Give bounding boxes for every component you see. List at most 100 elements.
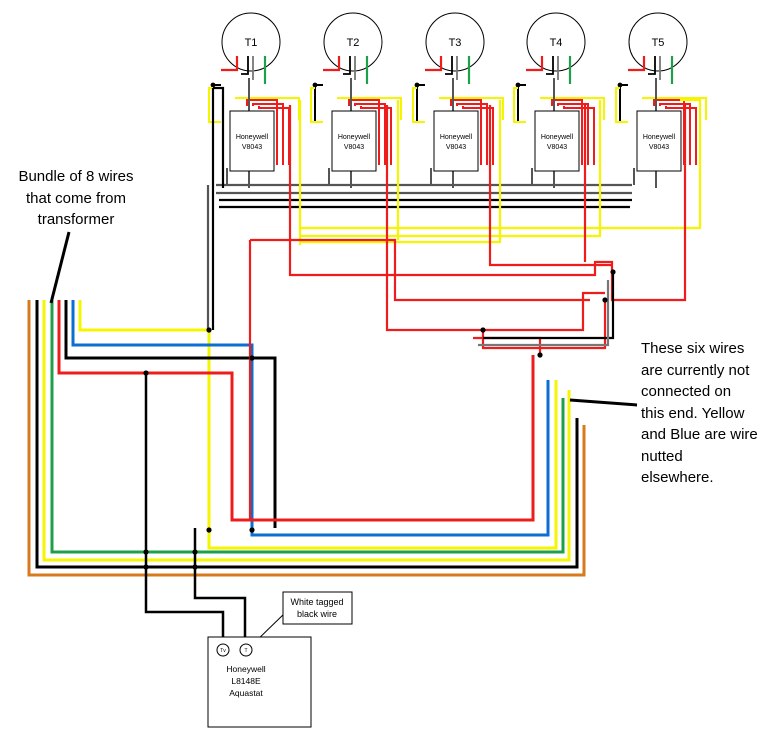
valve-red-wire-c [665, 106, 697, 165]
junction-dots [143, 269, 616, 570]
thermostat-black-lead [241, 56, 249, 75]
valve-black-wire [416, 84, 425, 123]
thermostat-red-lead [526, 56, 544, 72]
aquastat-line-3: Aquastat [229, 688, 263, 698]
valve-junction [515, 82, 521, 88]
valve-line-2: V8043 [547, 144, 567, 151]
valve-red-wire-c [360, 106, 392, 165]
valve-line-2: V8043 [344, 144, 364, 151]
wire-black-outer [35, 300, 579, 569]
valve-red-wire-b [354, 103, 386, 165]
wire-orange [27, 300, 586, 577]
thermostat-3: T3 [425, 12, 485, 84]
valve-line-1: Honeywell [236, 134, 269, 141]
zone-valve-row: HoneywellV8043HoneywellV8043HoneywellV80… [208, 78, 707, 188]
thermostat-4: T4 [526, 12, 586, 84]
wire-blue [71, 300, 550, 537]
aquastat-line-2: L8148E [231, 676, 261, 686]
bundle-note-line-1: Bundle of 8 wires [18, 168, 134, 185]
six-wires-line-7: elsewhere. [641, 469, 714, 486]
valve-body [229, 110, 275, 172]
gray-return [478, 280, 610, 347]
valve-red-wire-c [462, 106, 494, 165]
wire-yellow-outer [42, 300, 571, 562]
thermostat-black-lead [343, 56, 351, 75]
valve-line-2: V8043 [446, 144, 466, 151]
valve-junction [210, 82, 216, 88]
valve-line-2: V8043 [242, 144, 262, 151]
thermostat-label: T1 [245, 37, 258, 49]
thermostat-black-lead [546, 56, 554, 75]
wire-red-main [57, 300, 535, 522]
thermostat-label: T3 [449, 37, 462, 49]
aquastat: Tv T Honeywell L8148E Aquastat [207, 636, 312, 728]
six-wires-line-1: These six wires [641, 340, 745, 357]
valve-yellow-wire [412, 87, 425, 123]
thermostat-label: T5 [652, 37, 665, 49]
valve-red-wire-a [246, 99, 278, 165]
wire-black-inner [64, 300, 277, 528]
valve-red-wire-a [348, 99, 380, 165]
six-wires-line-2: are currently not [641, 361, 750, 379]
six-wires-line-4: this end. Yellow [641, 404, 745, 422]
valve-line-2: V8043 [649, 144, 669, 151]
aquastat-line-1: Honeywell [226, 664, 265, 674]
valve-bus [206, 86, 702, 520]
black-return [483, 272, 615, 340]
thermostat-5: T5 [628, 12, 688, 84]
thermostat-black-lead [648, 56, 656, 75]
wire-green [50, 300, 565, 554]
bundle-leader [49, 231, 71, 304]
six-wires-line-5: and Blue are wire [641, 426, 758, 443]
red-loop-3 [488, 105, 612, 267]
valve-yellow-loop [337, 97, 402, 120]
thermostat-red-lead [323, 56, 341, 72]
six-wires-line-6: nutted [641, 447, 683, 465]
aquastat-wire-t [193, 528, 247, 645]
valve-body [636, 110, 682, 172]
valve-line-1: Honeywell [338, 134, 371, 141]
tag-box: White tagged black wire [282, 591, 353, 625]
thermostat-2: T2 [323, 12, 383, 84]
thermostat-red-lead [628, 56, 646, 72]
six-wires-note: These six wires are currently not connec… [641, 338, 776, 489]
thermostat-red-lead [425, 56, 443, 72]
six-wires-leader [569, 398, 638, 407]
valve-yellow-wire [208, 87, 221, 123]
thermostat-1: T1 [221, 12, 281, 84]
valve-body [433, 110, 479, 172]
valve-line-1: Honeywell [440, 134, 473, 141]
thermostat-row: T1 T2 T3 T4 T5 [221, 12, 688, 84]
bundle-note-line-2: that come from [25, 189, 127, 207]
valve-red-wire-b [456, 103, 488, 165]
bundle-note: Bundle of 8 wires that come from transfo… [0, 166, 152, 231]
valve-red-wire-b [659, 103, 691, 165]
valve-junction [617, 82, 623, 88]
valve-junction [312, 82, 318, 88]
red-loop-1 [288, 105, 687, 302]
bundle-note-line-3: transformer [37, 211, 115, 228]
valve-yellow-wire [310, 87, 323, 123]
gray-bus-5 [211, 86, 225, 330]
red-loop-2 [385, 105, 605, 332]
valve-black-wire [314, 84, 323, 123]
valve-yellow-loop [439, 97, 504, 120]
valve-yellow-loop [642, 97, 707, 120]
valve-yellow-wire [615, 87, 628, 123]
valve-black-wire [619, 84, 628, 123]
thermostat-black-lead [445, 56, 453, 75]
valve-body [331, 110, 377, 172]
tag-line-1: White tagged [290, 597, 343, 607]
valve-black-wire [517, 84, 526, 123]
aquastat-wires [144, 373, 287, 646]
transformer-bundle [27, 300, 586, 577]
red-loop-7 [481, 300, 607, 350]
yellow-bus-3 [300, 100, 502, 244]
aquastat-wire-tv [144, 373, 225, 645]
terminal-tv-label: Tv [220, 648, 226, 654]
valve-red-wire-b [252, 103, 284, 165]
